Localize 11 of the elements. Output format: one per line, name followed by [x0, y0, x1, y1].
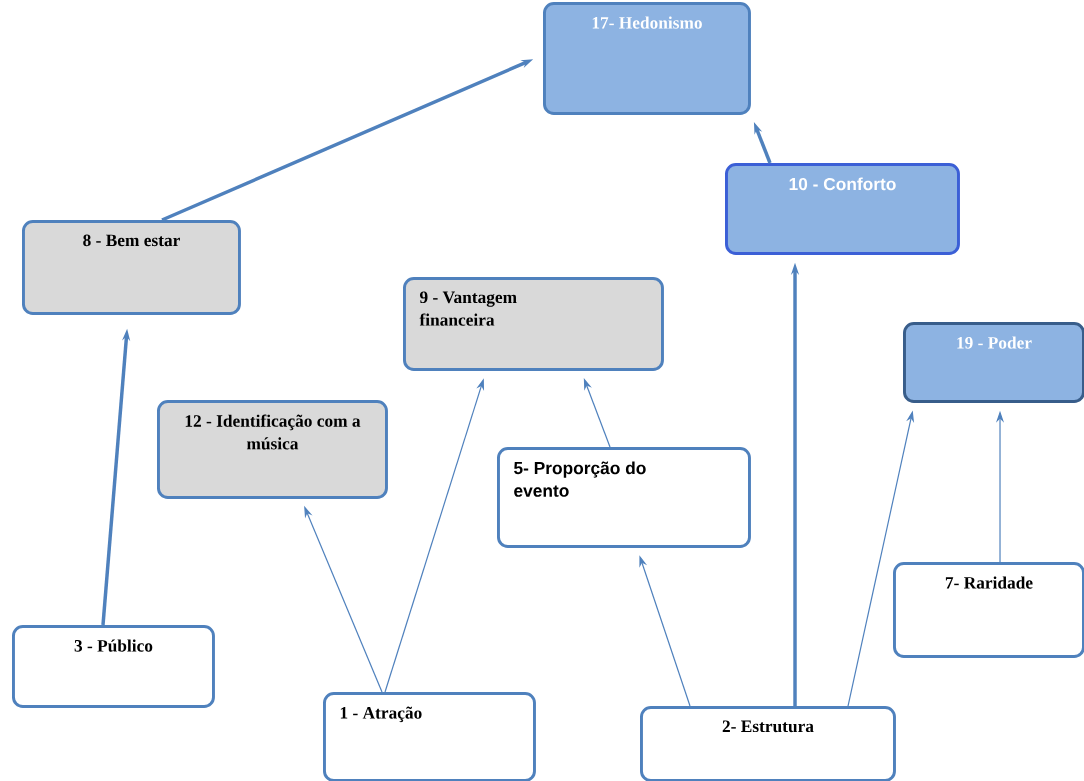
- concept-box: 10 - Conforto: [725, 163, 960, 255]
- concept-box: 2- Estrutura: [640, 706, 896, 781]
- concept-box: 1 - Atração: [323, 692, 536, 781]
- concept-box: 5- Proporção do evento: [497, 447, 751, 548]
- concept-box: 12 - Identificação com a música: [157, 400, 388, 499]
- concept-box: 3 - Público: [12, 625, 215, 708]
- concept-box: 8 - Bem estar: [22, 220, 241, 315]
- concept-box: 7- Raridade: [893, 562, 1084, 658]
- concept-box: 19 - Poder: [903, 322, 1084, 403]
- concept-box: 9 - Vantagem financeira: [403, 277, 664, 371]
- concept-box: 17- Hedonismo: [543, 2, 751, 115]
